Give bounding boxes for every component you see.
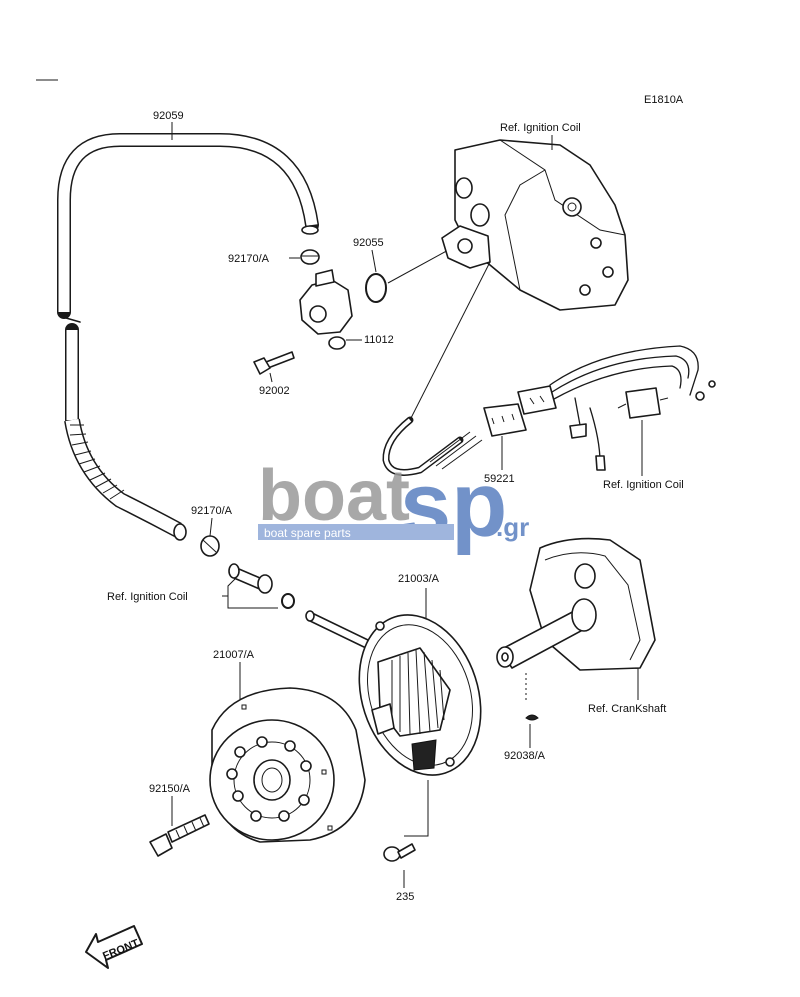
flywheel-21007[interactable]	[209, 687, 366, 843]
ignition-coil-wires[interactable]	[549, 345, 716, 471]
label-ref-ignition-coil-right: Ref. Ignition Coil	[603, 479, 684, 491]
stator-21003[interactable]	[305, 599, 501, 791]
label-21003: 21003/A	[398, 573, 440, 585]
crankshaft[interactable]	[496, 537, 656, 671]
label-59221: 59221	[484, 473, 515, 485]
label-92059: 92059	[153, 110, 184, 122]
watermark-tagline-bg	[258, 524, 454, 540]
fitting-11012[interactable]	[299, 269, 353, 350]
wire-harness[interactable]	[382, 416, 483, 476]
watermark-word-a: boat	[258, 456, 410, 536]
label-ref-ignition-coil-top: Ref. Ignition Coil	[500, 122, 581, 134]
label-21007: 21007/A	[213, 649, 255, 661]
label-92002: 92002	[259, 385, 290, 397]
watermark-suffix: .gr	[496, 512, 529, 542]
watermark-word-b: sp	[400, 454, 507, 556]
key-92038[interactable]	[525, 714, 539, 721]
bolt-92150[interactable]	[149, 814, 210, 857]
label-11012: 11012	[364, 334, 394, 346]
ignition-coil-housing[interactable]	[441, 139, 629, 311]
diagram-code: E1810A	[644, 94, 684, 106]
label-ref-crankshaft: Ref. CranKshaft	[588, 703, 666, 715]
label-92055: 92055	[353, 237, 384, 249]
ignition-coil-fitting[interactable]	[228, 563, 295, 609]
watermark-logo: boat sp .gr boat spare parts	[258, 454, 529, 556]
front-arrow: FRONT	[85, 925, 143, 969]
oring-92055[interactable]	[365, 273, 387, 303]
connector-59221[interactable]	[483, 385, 557, 437]
hose-92059[interactable]	[57, 133, 319, 541]
screw-235[interactable]	[383, 843, 416, 862]
watermark-tagline: boat spare parts	[264, 526, 351, 540]
label-92038: 92038/A	[504, 750, 546, 762]
label-92170-mid: 92170/A	[191, 505, 233, 517]
clamp-92170-mid[interactable]	[200, 535, 220, 557]
label-235: 235	[396, 891, 414, 903]
clamp-92170-top[interactable]	[300, 249, 320, 265]
label-92170-top: 92170/A	[228, 253, 270, 265]
label-ref-ignition-coil-left: Ref. Ignition Coil	[107, 591, 188, 603]
bolt-92002[interactable]	[253, 351, 295, 375]
label-92150: 92150/A	[149, 783, 191, 795]
